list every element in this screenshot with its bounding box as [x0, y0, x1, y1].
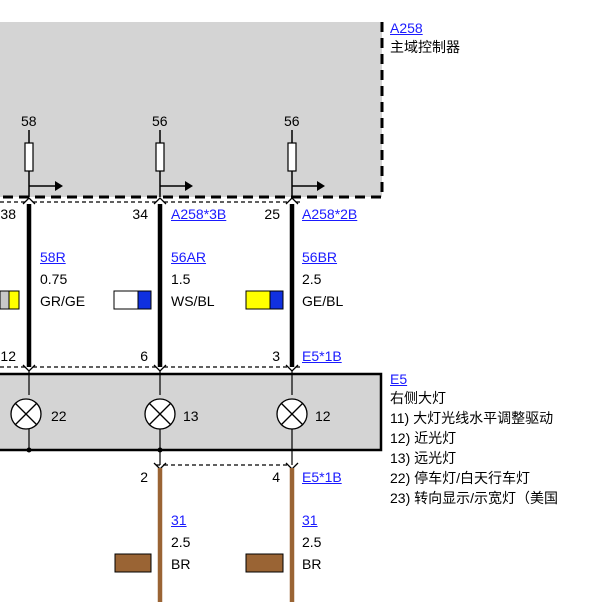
lamp-symbol-22	[10, 398, 42, 430]
wire-color-code: GR/GE	[40, 293, 86, 309]
e5-module-box	[0, 372, 383, 452]
pin-top-25: 25	[264, 206, 280, 222]
wire-cross-section: 1.5	[171, 271, 191, 287]
fuse-label-56b: 56	[284, 113, 300, 129]
pin-bottom-6: 6	[140, 348, 148, 364]
pin-bottom-12: 12	[0, 348, 16, 364]
legend-item: 11) 大灯光线水平调整驱动	[390, 410, 554, 426]
fuse-label-58: 58	[21, 113, 37, 129]
wire-code-56ar-link[interactable]: 56AR	[171, 249, 207, 265]
fuse-symbol-58	[24, 130, 63, 197]
a258-module-box	[0, 22, 382, 197]
fuse-label-56a: 56	[152, 113, 168, 129]
connector-a258-2b-link[interactable]: A258*2B	[302, 206, 358, 222]
wire-cross-section: 2.5	[302, 534, 322, 550]
legend-item: 12) 近光灯	[390, 430, 457, 446]
pin-ground-4: 4	[272, 469, 280, 485]
wire-color-code: WS/BL	[171, 293, 215, 309]
wire-color-swatch-31-right	[245, 553, 284, 573]
lamp-symbol-13	[144, 398, 176, 430]
wire-code-31-right-link[interactable]: 31	[302, 512, 318, 528]
wire-color-swatch-58r	[0, 290, 20, 310]
wire-cross-section: 2.5	[171, 534, 191, 550]
fuse-symbol-56a	[155, 130, 193, 197]
wire-color-swatch-56br	[245, 290, 284, 310]
connector-e5-1b-ground-link[interactable]: E5*1B	[302, 469, 342, 485]
connector-e5-1b-link[interactable]: E5*1B	[302, 348, 342, 364]
wire-color-code: BR	[171, 556, 191, 572]
legend-item: 13) 远光灯	[390, 450, 457, 466]
module-e5-link[interactable]: E5	[390, 371, 408, 387]
e5-pin-legend: 11) 大灯光线水平调整驱动 12) 近光灯 13) 远光灯 22) 停车灯/白…	[390, 408, 558, 508]
module-e5-name: 右侧大灯	[390, 390, 446, 406]
lamp-label-22: 22	[51, 408, 67, 424]
pin-ground-2: 2	[140, 469, 148, 485]
connector-a258-3b-link[interactable]: A258*3B	[171, 206, 227, 222]
wire-code-31-left-link[interactable]: 31	[171, 512, 187, 528]
module-a258-link[interactable]: A258	[390, 20, 423, 36]
wire-code-56br-link[interactable]: 56BR	[302, 249, 338, 265]
wire-cross-section: 2.5	[302, 271, 322, 287]
pin-bottom-3: 3	[272, 348, 280, 364]
wire-color-code: BR	[302, 556, 322, 572]
wire-code-58r-link[interactable]: 58R	[40, 249, 66, 265]
legend-item: 22) 停车灯/白天行车灯	[390, 470, 531, 486]
legend-item: 23) 转向显示/示宽灯（美国	[390, 490, 559, 506]
lamp-label-13: 13	[183, 408, 199, 424]
pin-top-34: 34	[132, 206, 148, 222]
pin-top-38: 38	[0, 206, 16, 222]
fuse-symbol-56b	[287, 130, 325, 197]
module-a258-name: 主域控制器	[390, 39, 460, 55]
lamp-label-12: 12	[315, 408, 331, 424]
wire-color-swatch-31-left	[114, 553, 152, 573]
wire-color-swatch-56ar	[113, 290, 152, 310]
lamp-symbol-12	[276, 398, 308, 430]
wire-cross-section: 0.75	[40, 271, 68, 287]
wire-color-code: GE/BL	[302, 293, 344, 309]
